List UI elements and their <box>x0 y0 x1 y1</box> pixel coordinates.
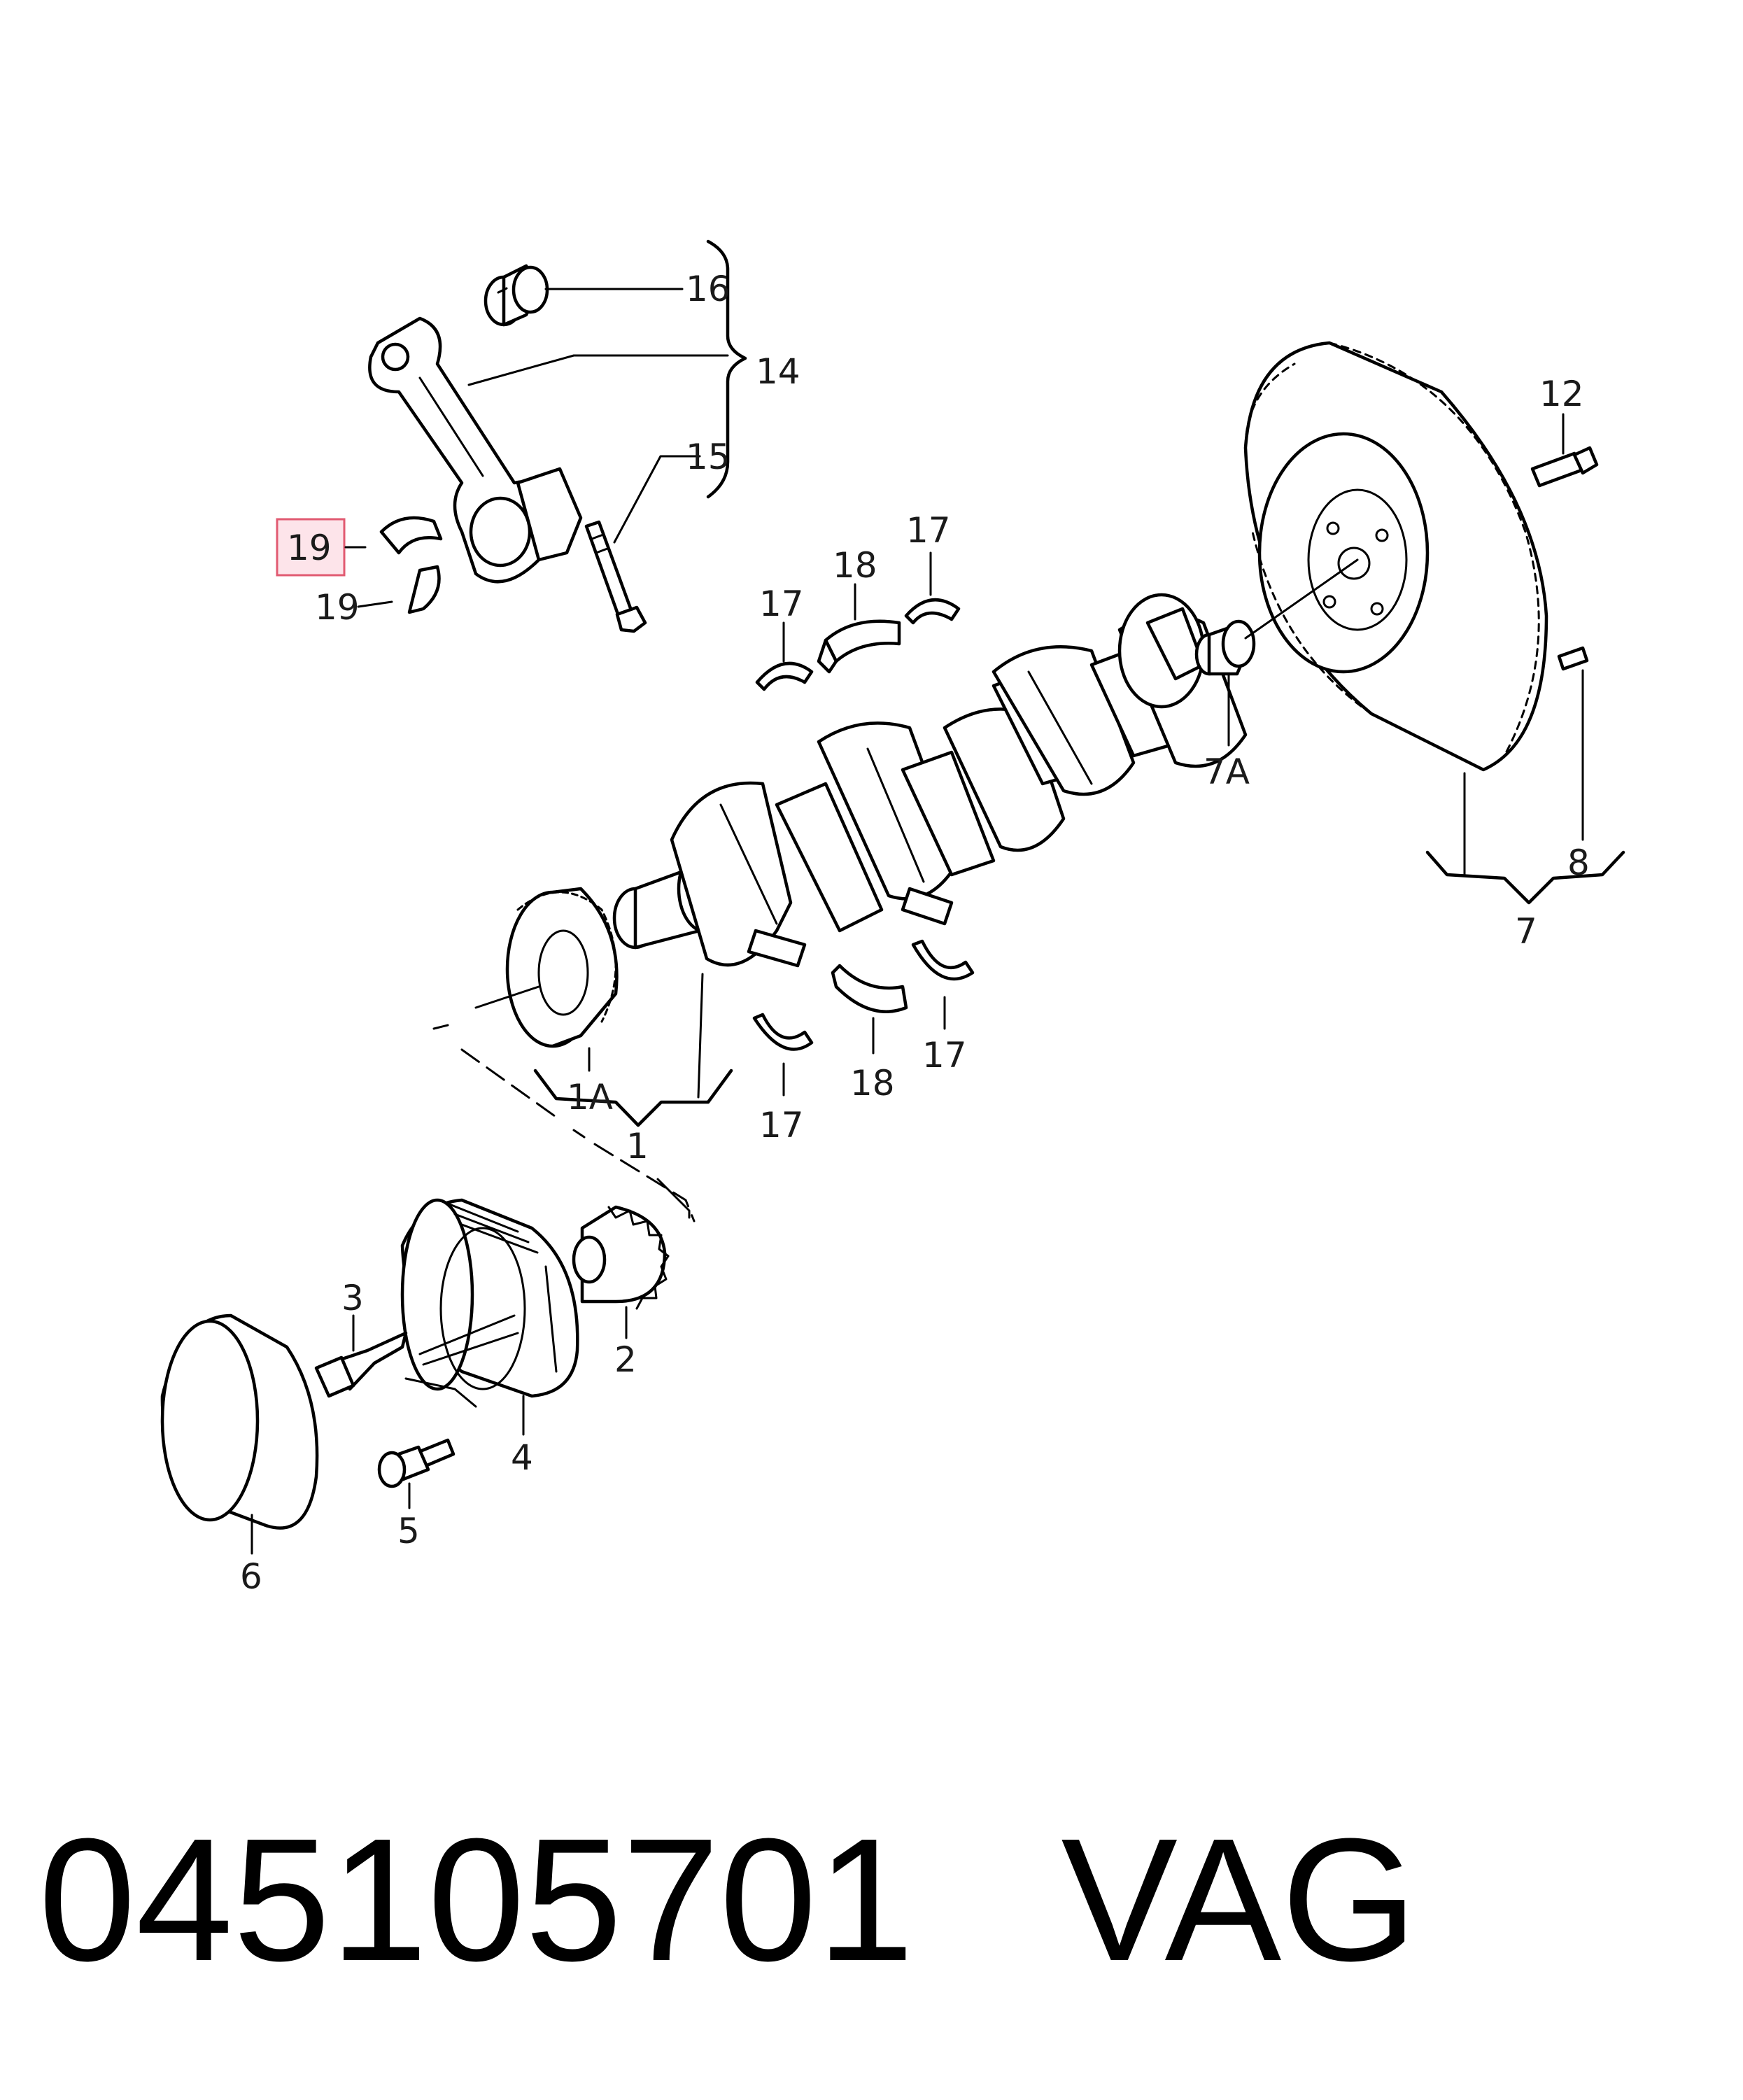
leader-19b <box>357 600 393 608</box>
pulley-axis <box>418 1314 516 1355</box>
crank-sprocket-part <box>572 1205 670 1310</box>
callout-1a[interactable]: 1A <box>567 1077 613 1118</box>
callout-15[interactable]: 15 <box>686 437 731 477</box>
damper-bolt-part <box>377 1438 456 1488</box>
conrod-bolt-part <box>584 520 647 633</box>
bracket-7 <box>1425 850 1625 905</box>
dowel-pin-part <box>1557 646 1589 671</box>
crankshaft-part <box>612 593 1248 968</box>
callout-19-highlighted[interactable]: 19 <box>287 528 332 568</box>
callout-1[interactable]: 1 <box>626 1126 649 1167</box>
flywheel-axis <box>1244 558 1359 640</box>
thrust-washer-upper-right <box>904 598 961 625</box>
thrust-washer-upper-left <box>755 661 814 691</box>
thrust-washer-lower-left <box>752 1013 814 1051</box>
sensor-wheel-part <box>505 887 619 1048</box>
callout-6[interactable]: 6 <box>240 1556 262 1597</box>
callout-7[interactable]: 7 <box>1515 911 1537 952</box>
callout-labels: 16 14 15 19 19 17 18 17 17 18 17 12 7A 8… <box>240 269 1590 1597</box>
callout-17-upper-left[interactable]: 17 <box>759 584 804 624</box>
callout-12[interactable]: 12 <box>1539 374 1584 414</box>
callout-18-upper[interactable]: 18 <box>833 545 877 586</box>
callout-8[interactable]: 8 <box>1567 843 1590 883</box>
bracket-1 <box>533 1069 733 1127</box>
thrust-washer-lower-right <box>911 939 975 981</box>
seal-cover-part <box>160 1313 319 1530</box>
flywheel-bolt-part <box>1530 446 1599 488</box>
callout-18-lower[interactable]: 18 <box>850 1063 895 1104</box>
highlight-box-19 <box>276 518 346 577</box>
part-number: 045105701 <box>38 1802 915 1997</box>
callout-17-lower-left[interactable]: 17 <box>759 1105 804 1146</box>
main-bearing-shell-lower <box>831 964 908 1013</box>
pulley-part <box>400 1198 579 1398</box>
leader-14 <box>467 354 729 386</box>
callout-17-lower-right[interactable]: 17 <box>922 1035 967 1076</box>
callout-7a[interactable]: 7A <box>1204 752 1250 792</box>
axis-wedge-top <box>422 1332 519 1366</box>
leader-15 <box>613 455 701 544</box>
callout-16[interactable]: 16 <box>686 269 731 309</box>
bracket-14 <box>706 239 747 499</box>
bearing-shell-upper <box>379 516 443 555</box>
callout-19[interactable]: 19 <box>315 587 360 628</box>
callout-17-upper-right[interactable]: 17 <box>906 510 951 551</box>
axis-line-1 <box>656 1178 691 1219</box>
pulley-bolt-part <box>314 1331 408 1398</box>
needle-bearing-part <box>1194 619 1256 676</box>
callout-5[interactable]: 5 <box>397 1511 420 1551</box>
callout-2[interactable]: 2 <box>614 1339 637 1380</box>
leader-1-crank <box>697 973 704 1099</box>
flywheel-part <box>1243 341 1548 772</box>
dashed-axis <box>432 1024 696 1222</box>
pulley-wedge <box>404 1377 477 1408</box>
callout-14[interactable]: 14 <box>756 351 800 392</box>
sensor-wheel-axis <box>474 985 540 1009</box>
brand-name: VAG <box>1061 1802 1418 1997</box>
main-bearing-shell-upper <box>817 619 901 674</box>
callout-3[interactable]: 3 <box>341 1278 364 1318</box>
bushing-part <box>484 264 549 327</box>
connecting-rod-part <box>368 316 583 584</box>
bearing-shell-lower <box>407 565 441 614</box>
callout-4[interactable]: 4 <box>511 1437 533 1478</box>
